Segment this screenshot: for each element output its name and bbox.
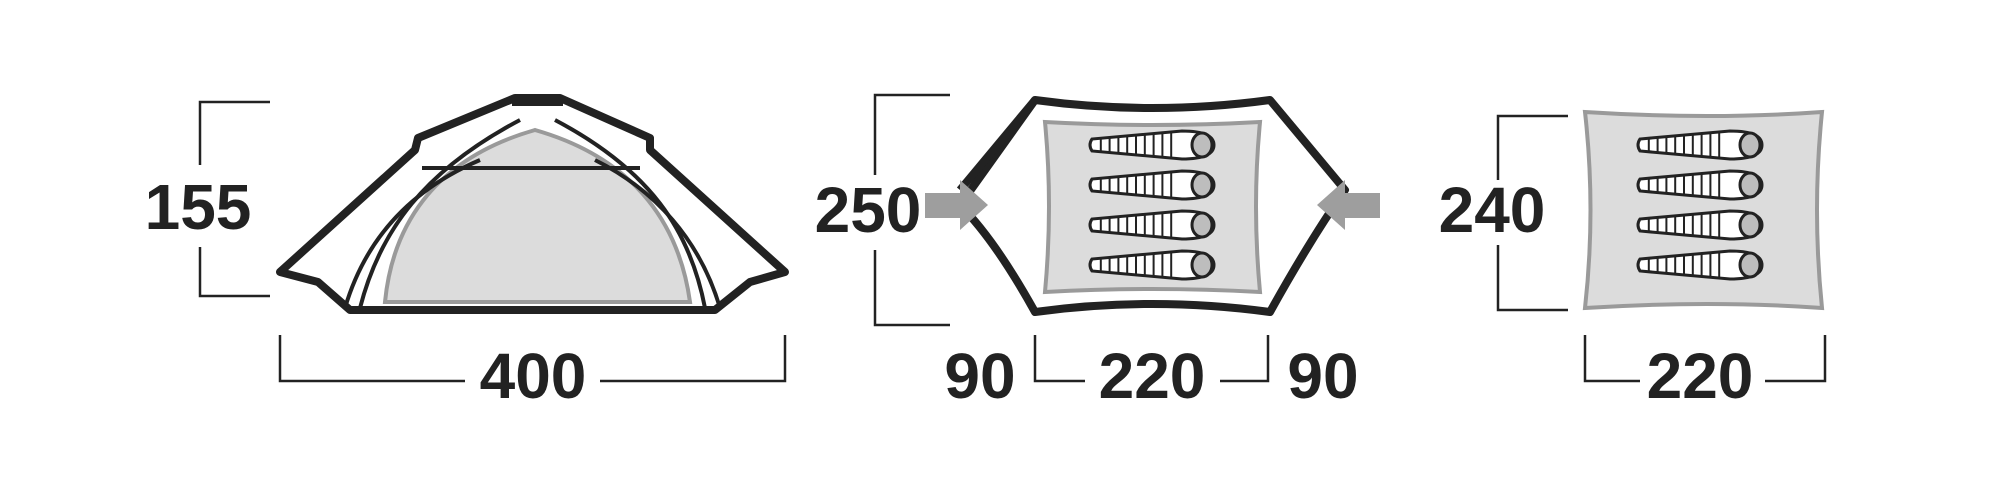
iplan-length-bracket-left: [1583, 335, 1640, 383]
side-height-label: 155: [145, 171, 252, 243]
tent-side-view-icon: [276, 94, 789, 314]
inner-tent: [382, 127, 693, 304]
side-length-label: 400: [480, 340, 587, 412]
iplan-width-label: 240: [1439, 174, 1546, 246]
iplan-width-bracket-top: [1496, 114, 1568, 180]
vestibule-plan: 250 90 220 90: [815, 93, 1380, 412]
entrance-arrow-icon: [925, 180, 988, 230]
iplan-bag-hood: [1738, 171, 1762, 199]
vplan-bag-hood: [1190, 211, 1214, 239]
iplan-width-bracket-bottom: [1496, 245, 1568, 312]
length-bracket-left: [278, 335, 465, 383]
iplan-sleeping-bags: [1636, 129, 1764, 281]
tent-vestibule-plan-icon: [956, 96, 1349, 316]
vplan-bag-hood: [1190, 171, 1214, 199]
iplan-length-label: 220: [1647, 340, 1754, 412]
vplan-bag-hood: [1190, 131, 1214, 159]
pole-front-right: [594, 158, 722, 309]
sleeping-bag-icon: [1088, 129, 1216, 161]
entrance-arrow-left: [925, 180, 988, 230]
side-view: 155 400: [145, 94, 789, 412]
inner-plan: 240 220: [1439, 109, 1827, 412]
sleeping-bag-icon: [1636, 249, 1764, 281]
sleeping-bag-icon: [1636, 129, 1764, 161]
sleeping-bag-icon: [1636, 209, 1764, 241]
height-bracket-bottom: [198, 247, 270, 298]
vplan-width-bracket-top: [873, 93, 950, 175]
iplan-length-bracket-right: [1765, 335, 1827, 383]
entrance-arrow-right: [1317, 180, 1380, 230]
vplan-sleeping-bags: [1088, 129, 1216, 281]
pole-front-left: [343, 158, 481, 309]
sleeping-bag-icon: [1088, 249, 1216, 281]
vplan-floor-length-label: 220: [1099, 340, 1206, 412]
vplan-width-label: 250: [815, 174, 922, 246]
iplan-bag-hood: [1738, 251, 1762, 279]
entrance-arrow-icon: [1317, 180, 1380, 230]
height-bracket-top: [198, 100, 270, 165]
iplan-bag-hood: [1738, 211, 1762, 239]
vplan-left-vestibule-label: 90: [944, 340, 1015, 412]
vplan-inner-floor: [1042, 119, 1263, 295]
vplan-right-vestibule-label: 90: [1287, 340, 1358, 412]
vplan-width-bracket-bottom: [873, 250, 950, 327]
sleeping-bag-icon: [1088, 209, 1216, 241]
vplan-bag-hood: [1190, 251, 1214, 279]
vplan-floor-bracket-right: [1220, 335, 1270, 383]
vplan-fly-left-lobe: [956, 97, 1039, 193]
length-bracket-right: [600, 335, 787, 383]
sleeping-bag-icon: [1636, 169, 1764, 201]
sleeping-bag-icon: [1088, 169, 1216, 201]
iplan-bag-hood: [1738, 131, 1762, 159]
vplan-floor-bracket-left: [1033, 335, 1085, 383]
